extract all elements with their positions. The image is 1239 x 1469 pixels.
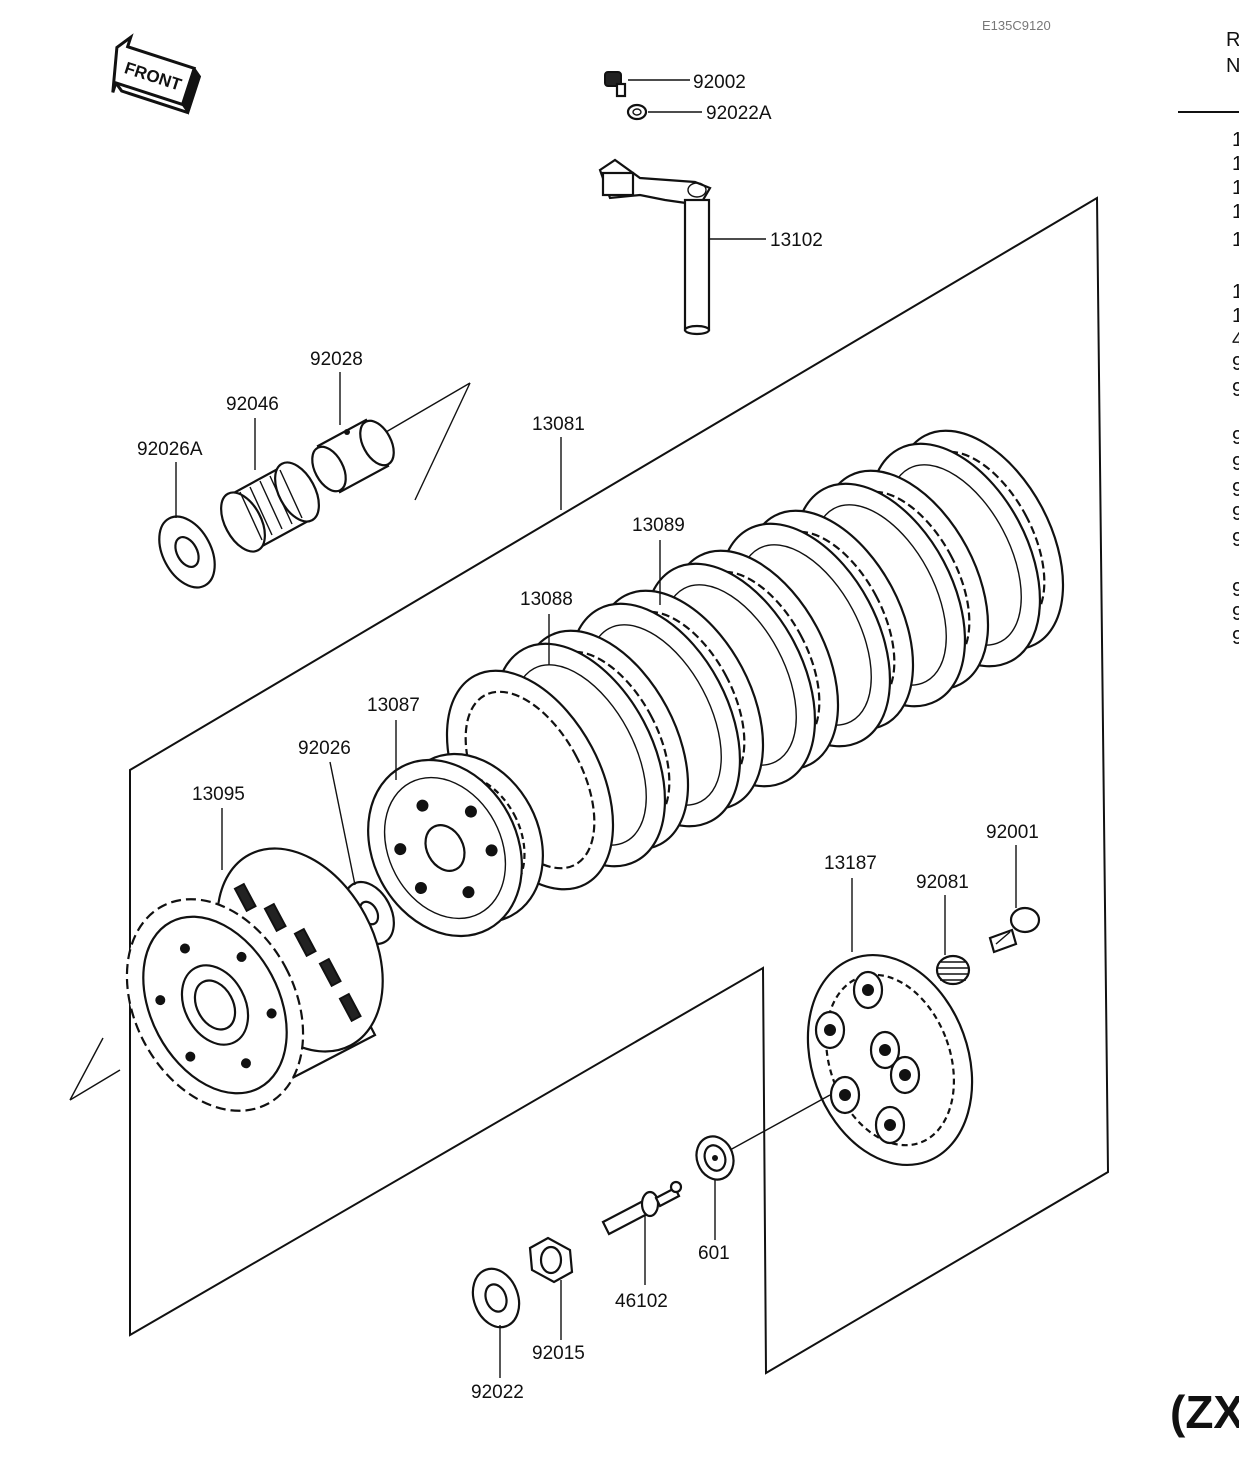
bolt-92002 [604,71,627,98]
label-46102: 46102 [615,1291,668,1312]
label-13088: 13088 [520,589,573,610]
label-92002: 92002 [693,72,746,93]
spring-92081 [935,954,971,986]
label-92026: 92026 [298,738,351,759]
clutch-plate-stack [445,429,1065,891]
side-fragment: 4 [1232,329,1239,351]
side-fragment: 1 [1232,129,1239,151]
label-92046: 92046 [226,394,279,415]
nut-92015 [528,1236,574,1284]
side-fragment: 9 [1232,603,1239,625]
bearing-axis-line [729,1094,831,1151]
side-fragment: 1 [1232,229,1239,251]
washer-92026A [158,515,216,589]
bearing-601 [695,1135,735,1181]
diagram-code: E135C9120 [982,18,1051,33]
label-92081: 92081 [916,872,969,893]
pressure-plate-13187 [806,953,974,1167]
leader-92026 [329,761,356,886]
push-rod-46102 [601,1180,683,1236]
clutch-housing-13095 [125,847,384,1112]
clutch-hub-13087 [367,752,544,938]
needle-bearing-92046 [220,461,320,553]
side-fragment: 1 [1232,153,1239,175]
sleeve-92028 [311,418,395,494]
side-fragment: 1 [1232,305,1239,327]
label-13187: 13187 [824,853,877,874]
label-92026A: 92026A [137,439,203,460]
label-92022A: 92022A [706,103,772,124]
label-92001: 92001 [986,822,1039,843]
label-13087: 13087 [367,695,420,716]
release-shaft-13102 [598,158,712,336]
side-header-n: N [1226,55,1239,77]
bolt-92001 [988,906,1041,954]
label-92022: 92022 [471,1382,524,1403]
side-fragment: 9 [1232,453,1239,475]
front-arrow-icon: FRONT [111,33,202,115]
label-601: 601 [698,1243,730,1264]
side-fragment: 1 [1232,177,1239,199]
perspective-guides [69,382,471,1101]
side-fragment: 1 [1232,201,1239,223]
label-13095: 13095 [192,784,245,805]
side-fragment: 1 [1232,281,1239,303]
side-fragment: 9 [1232,379,1239,401]
label-13081: 13081 [532,414,585,435]
side-fragment: 9 [1232,427,1239,449]
assembly-outline [129,196,1110,1375]
side-fragment: 9 [1232,503,1239,525]
label-92028: 92028 [310,349,363,370]
label-92015: 92015 [532,1343,585,1364]
side-fragment: 9 [1232,529,1239,551]
side-column-fragments: 1 1 1 1 1 1 1 4 9 9 9 9 9 9 9 9 9 9 [1232,129,1239,649]
washer-92022 [471,1267,521,1329]
label-13102: 13102 [770,230,823,251]
side-fragment: 9 [1232,627,1239,649]
model-tag: (ZX [1170,1386,1239,1438]
side-fragment: 9 [1232,353,1239,375]
side-header-r: R [1226,29,1239,51]
washer-92022A [626,103,648,121]
side-fragment: 9 [1232,479,1239,501]
side-fragment: 9 [1232,579,1239,601]
label-13089: 13089 [632,515,685,536]
